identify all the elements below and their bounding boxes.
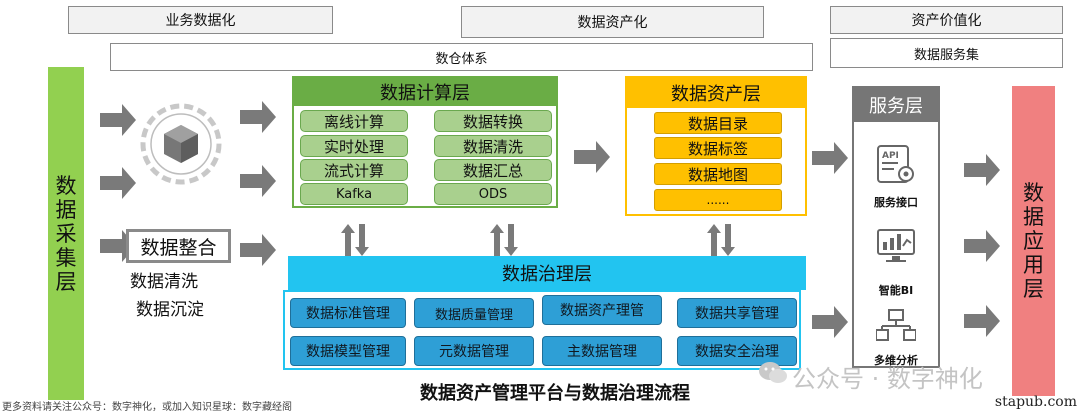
application-char: 数 xyxy=(1023,181,1044,205)
data-service-set-bar: 数据服务集 xyxy=(830,38,1063,68)
service-layer: 服务层 API 服务接口 智能BI xyxy=(852,86,940,368)
asset-item-more: ...... xyxy=(654,189,782,211)
data-compute-layer: 数据计算层 离线计算 实时处理 流式计算 Kafka 数据转换 数据清洗 数据汇… xyxy=(292,76,558,208)
api-icon-text: API xyxy=(882,151,899,161)
multidim-analysis-icon xyxy=(875,308,917,344)
integration-cleaning-text: 数据清洗 xyxy=(130,272,198,292)
api-icon: API xyxy=(876,144,916,184)
application-char: 应 xyxy=(1023,229,1044,253)
up-down-arrows-icon xyxy=(340,224,370,256)
compute-item-realtime: 实时处理 xyxy=(300,135,408,157)
compute-item-summary: 数据汇总 xyxy=(434,159,552,181)
data-application-layer: 数 据 应 用 层 xyxy=(1012,86,1055,396)
arrow-right-icon xyxy=(964,154,1000,186)
arrow-right-icon xyxy=(574,141,610,173)
governance-item-master: 主数据管理 xyxy=(542,336,662,366)
arrow-right-icon xyxy=(240,234,276,266)
asset-layer-title: 数据资产层 xyxy=(627,78,805,108)
compute-item-offline: 离线计算 xyxy=(300,110,408,132)
up-down-arrows-icon xyxy=(706,224,736,256)
header-business-digitization: 业务数据化 xyxy=(68,6,333,34)
bi-dashboard-icon xyxy=(876,228,916,264)
collection-char: 据 xyxy=(55,197,77,222)
compute-item-kafka: Kafka xyxy=(300,183,408,205)
header-asset-valuation: 资产价值化 xyxy=(830,6,1063,34)
arrow-right-icon xyxy=(240,165,276,197)
diagram-title: 数据资产管理平台与数据治理流程 xyxy=(420,383,690,404)
up-down-arrows-icon xyxy=(489,224,519,256)
application-char: 据 xyxy=(1023,205,1044,229)
compute-layer-title: 数据计算层 xyxy=(294,78,556,106)
service-item-multidim: 多维分析 xyxy=(874,354,918,367)
site-watermark: stapub.com xyxy=(994,394,1077,410)
header-data-assetization: 数据资产化 xyxy=(461,6,764,38)
arrow-right-icon xyxy=(812,306,848,338)
governance-item-asset: 数据资产理管 xyxy=(542,295,662,325)
arrow-right-icon xyxy=(964,230,1000,262)
governance-layer-title: 数据治理层 xyxy=(288,256,806,290)
asset-item-catalog: 数据目录 xyxy=(654,112,782,134)
arrow-right-icon xyxy=(100,167,136,199)
application-char: 层 xyxy=(1023,277,1044,301)
collection-char: 层 xyxy=(55,269,77,294)
data-warehouse-system-bar: 数仓体系 xyxy=(110,43,813,71)
collection-char: 采 xyxy=(55,221,77,246)
compute-item-ods: ODS xyxy=(434,183,552,205)
collection-char: 数 xyxy=(55,173,77,198)
wechat-icon xyxy=(758,358,788,388)
service-layer-title: 服务层 xyxy=(854,88,938,122)
arrow-right-icon xyxy=(240,101,276,133)
data-governance-layer: 数据标准管理 数据质量管理 数据资产理管 数据共享管理 数据模型管理 元数据管理… xyxy=(283,290,801,370)
service-item-interface: 服务接口 xyxy=(874,196,918,209)
arrow-right-icon xyxy=(964,305,1000,337)
service-item-bi: 智能BI xyxy=(878,284,914,297)
governance-item-metadata: 元数据管理 xyxy=(414,336,534,366)
governance-item-quality: 数据质量管理 xyxy=(414,298,534,328)
compute-item-cleaning: 数据清洗 xyxy=(434,135,552,157)
governance-item-security: 数据安全治理 xyxy=(677,336,797,366)
footer-note: 更多资料请关注公众号：数字神化，或加入知识星球：数字藏经阁 xyxy=(2,402,292,413)
compute-item-stream: 流式计算 xyxy=(300,159,408,181)
governance-item-standard: 数据标准管理 xyxy=(290,298,406,328)
governance-item-share: 数据共享管理 xyxy=(677,298,797,328)
cube-gear-icon xyxy=(140,103,222,185)
compute-item-transform: 数据转换 xyxy=(434,110,552,132)
asset-item-tag: 数据标签 xyxy=(654,137,782,159)
arrow-right-icon xyxy=(100,104,136,136)
asset-item-map: 数据地图 xyxy=(654,163,782,185)
governance-item-model: 数据模型管理 xyxy=(290,336,406,366)
watermark-text: 公众号 · 数字神化 xyxy=(792,365,983,393)
arrow-right-icon xyxy=(812,142,848,174)
data-collection-layer: 数 据 采 集 层 xyxy=(48,67,84,400)
data-asset-layer: 数据资产层 数据目录 数据标签 数据地图 ...... xyxy=(625,76,807,216)
integration-sediment-text: 数据沉淀 xyxy=(136,300,204,320)
application-char: 用 xyxy=(1023,253,1044,277)
collection-char: 集 xyxy=(55,245,77,270)
data-integration-box: 数据整合 xyxy=(126,229,231,263)
